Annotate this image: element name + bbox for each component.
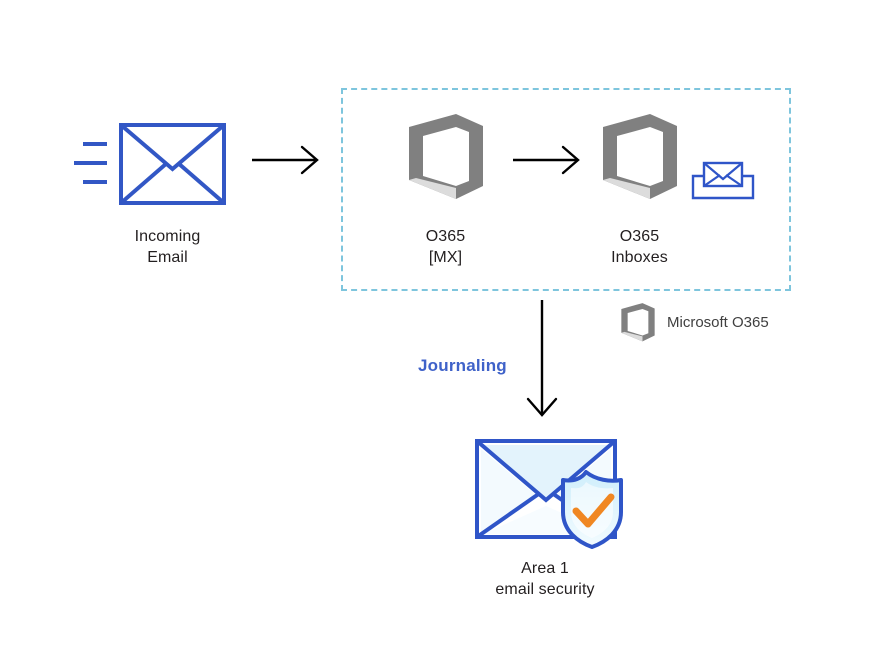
node-area-1-icon <box>470 432 636 550</box>
office-365-icon <box>621 303 655 342</box>
edge-mx-to-inboxes <box>513 142 585 178</box>
legend-label: Microsoft O365 <box>667 314 769 331</box>
edge-journaling-label: Journaling <box>418 356 507 375</box>
inbox-tray-envelope-icon <box>691 161 755 200</box>
envelope-with-motion-lines-icon <box>74 123 226 205</box>
edge-inboxes-to-area1 <box>520 300 564 422</box>
edge-incoming-to-mx <box>252 142 324 178</box>
office-365-icon <box>409 114 483 199</box>
node-incoming-email-icon <box>70 118 235 213</box>
arrow-right-icon <box>513 145 580 175</box>
node-area-1-label: Area 1 email security <box>495 560 595 598</box>
o365-boundary-group <box>341 88 791 291</box>
legend-office-365-icon <box>620 302 656 342</box>
node-o365-inboxes-icon <box>600 112 680 200</box>
node-o365-inboxes-secondary-icon <box>690 158 756 206</box>
node-o365-mx-label: O365 [MX] <box>425 228 466 266</box>
office-365-icon <box>603 114 677 199</box>
node-o365-mx-icon <box>406 112 486 200</box>
node-incoming-email-label: Incoming Email <box>134 228 201 266</box>
node-o365-inboxes-label: O365 Inboxes <box>611 228 668 266</box>
envelope-shield-check-icon <box>475 439 623 549</box>
arrow-right-icon <box>252 145 319 175</box>
arrow-down-icon <box>526 300 558 417</box>
